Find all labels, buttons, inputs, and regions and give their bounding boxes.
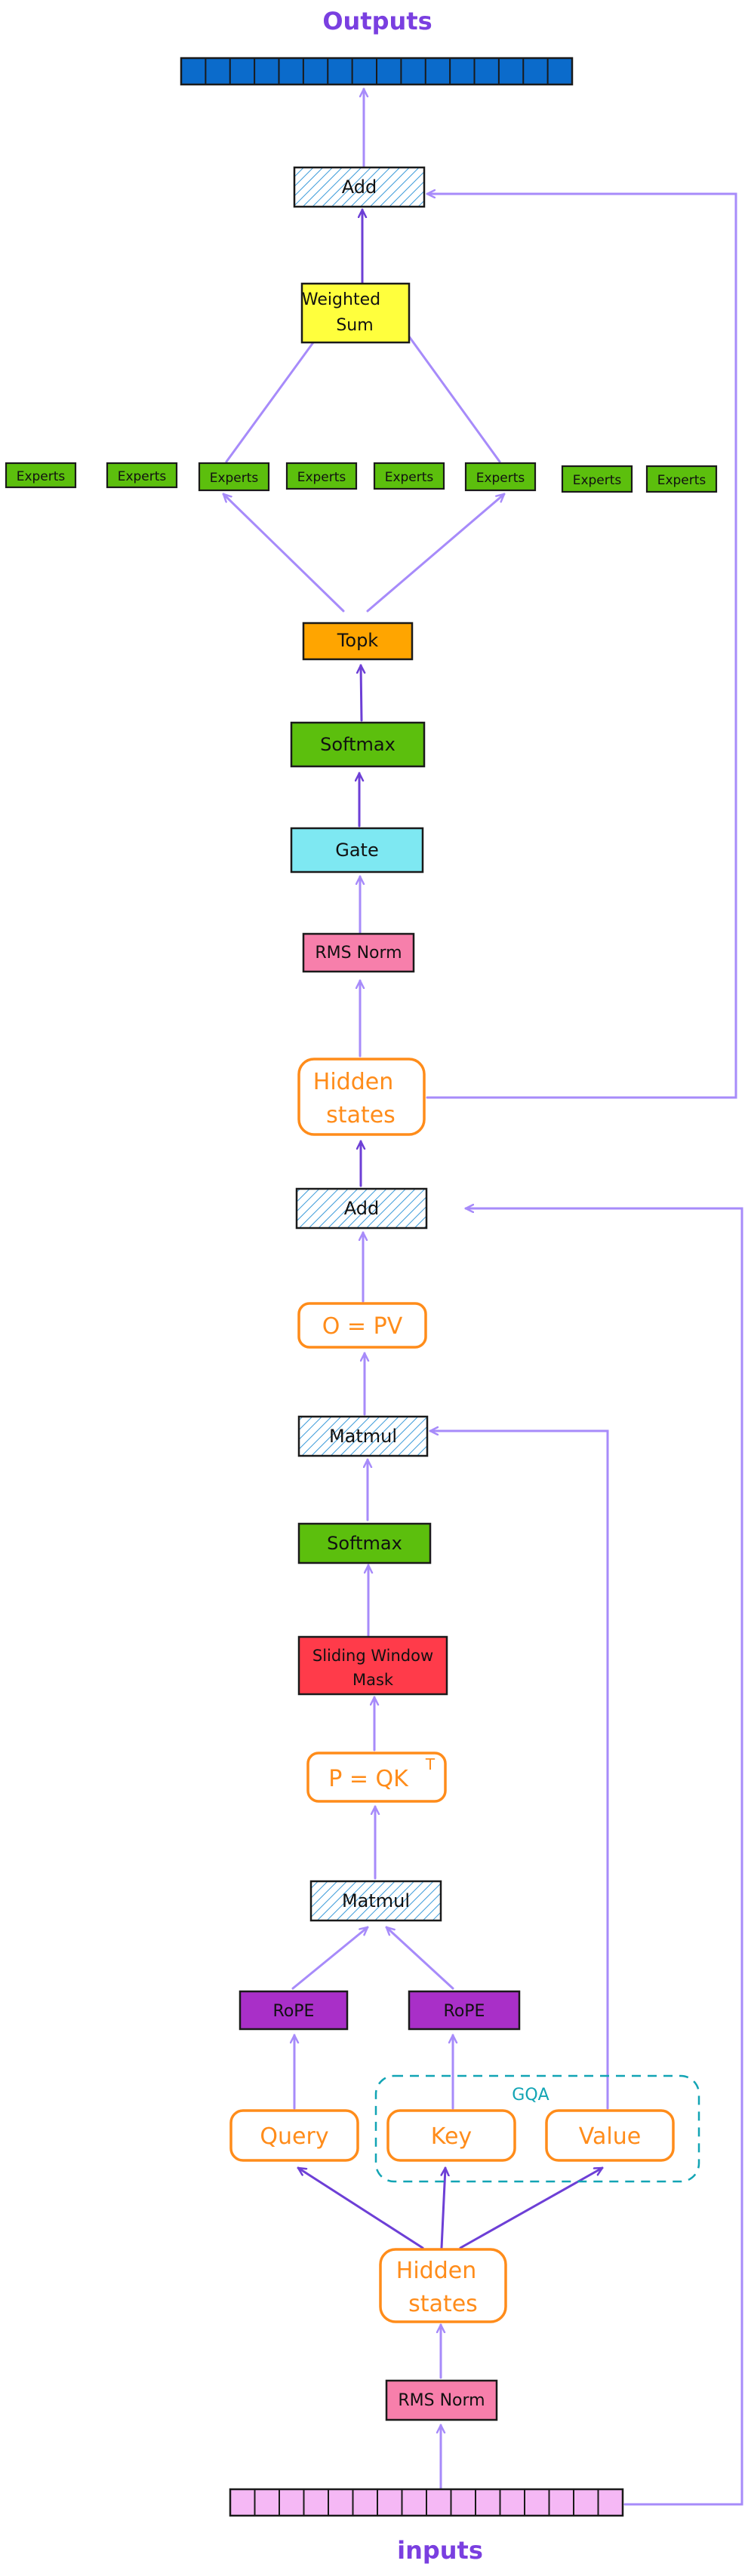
sliding-window-label-line1: Sliding Window — [312, 1647, 433, 1665]
p-eq-qk-label: P = QK — [328, 1766, 409, 1792]
arrow-rope-left-to-matmul — [291, 1926, 369, 1990]
rope-right-label: RoPE — [444, 2002, 485, 2021]
o-eq-pv-label: O = PV — [322, 1313, 403, 1340]
arrow-topk-to-expert-left — [222, 493, 345, 613]
inputs-title: inputs — [397, 2536, 483, 2565]
query-label: Query — [260, 2123, 328, 2150]
key-block: Key — [386, 2109, 516, 2162]
expert-label: Experts — [118, 469, 167, 484]
rms-norm-top-label: RMS Norm — [315, 944, 402, 963]
p-eq-qk-superscript: T — [425, 1755, 436, 1773]
add-mid-label: Add — [344, 1198, 379, 1219]
matmul-top-label: Matmul — [329, 1426, 397, 1447]
sliding-window-mask-block: Sliding Window Mask — [297, 1635, 448, 1696]
value-label: Value — [579, 2123, 641, 2150]
gqa-group: GQA — [374, 2074, 700, 2183]
expert-box: Experts — [285, 462, 358, 490]
rms-norm-bottom-label: RMS Norm — [398, 2391, 485, 2410]
hidden-states-block-bottom: Hidden states — [379, 2248, 507, 2323]
rms-norm-block-bottom: RMS Norm — [385, 2379, 498, 2421]
query-block: Query — [229, 2109, 359, 2162]
hidden-states-top-line2: states — [326, 1102, 396, 1128]
expert-box-selected: Experts — [464, 462, 537, 492]
expert-label: Experts — [17, 469, 66, 484]
experts-row: Experts Experts Experts Experts Experts … — [5, 462, 718, 493]
hidden-states-bottom-line1: Hidden — [396, 2258, 476, 2284]
add-top-label: Add — [342, 177, 377, 198]
rms-norm-block-top: RMS Norm — [302, 932, 415, 973]
arrow-hidden-to-key — [442, 2166, 445, 2249]
outputs-title: Outputs — [322, 7, 432, 35]
hidden-states-bottom-line2: states — [408, 2291, 478, 2317]
expert-box: Experts — [645, 465, 718, 493]
expert-box-selected: Experts — [198, 462, 270, 492]
weighted-sum-block: Weighted Sum — [300, 282, 411, 344]
arrow-residual-hidden-to-add — [426, 194, 737, 1099]
arrow-topk-to-expert-right — [366, 493, 506, 613]
o-eq-pv-block: O = PV — [297, 1302, 427, 1349]
rope-left-label: RoPE — [273, 2002, 315, 2021]
softmax-block-top: Softmax — [290, 721, 426, 768]
expert-box: Experts — [373, 462, 445, 490]
expert-label: Experts — [476, 471, 525, 486]
input-token-strip — [229, 2488, 624, 2517]
topk-block: Topk — [302, 622, 414, 661]
weighted-sum-label-line2: Sum — [336, 316, 373, 335]
gqa-label: GQA — [512, 2086, 549, 2105]
expert-box: Experts — [561, 465, 633, 493]
output-token-strip — [180, 57, 574, 86]
expert-box: Experts — [5, 462, 77, 489]
value-block: Value — [545, 2109, 675, 2162]
matmul-bottom-label: Matmul — [342, 1890, 410, 1911]
softmax-mid-label: Softmax — [327, 1533, 402, 1554]
arrow-rope-right-to-matmul — [385, 1926, 454, 1990]
topk-label: Topk — [337, 630, 379, 651]
rope-block-right: RoPE — [408, 1990, 521, 2031]
expert-box: Experts — [106, 462, 178, 489]
sliding-window-label-line2: Mask — [352, 1671, 394, 1689]
hidden-states-block-top: Hidden states — [297, 1058, 426, 1136]
arrow-softmax-to-topk — [361, 664, 362, 722]
arrow-hidden-to-query — [297, 2166, 424, 2249]
hidden-states-top-line1: Hidden — [313, 1069, 393, 1095]
key-label: Key — [431, 2123, 472, 2150]
add-block-top: Add — [293, 166, 426, 208]
expert-label: Experts — [297, 470, 346, 485]
expert-label: Experts — [657, 473, 706, 488]
softmax-block-mid: Softmax — [297, 1522, 432, 1564]
expert-label: Experts — [573, 473, 622, 488]
p-eq-qk-block: P = QK T — [306, 1752, 447, 1803]
softmax-top-label: Softmax — [320, 734, 396, 755]
matmul-block-bottom: Matmul — [309, 1880, 442, 1922]
expert-label: Experts — [210, 471, 259, 486]
arrow-residual-inputs-to-add — [464, 1208, 743, 2506]
expert-label: Experts — [385, 470, 434, 485]
gate-block: Gate — [290, 827, 424, 874]
add-block-mid: Add — [295, 1187, 428, 1230]
weighted-sum-label-line1: Weighted — [302, 290, 380, 309]
arrow-hidden-to-value — [459, 2166, 604, 2249]
rope-block-left: RoPE — [239, 1990, 349, 2031]
matmul-block-top: Matmul — [297, 1415, 429, 1457]
gate-label: Gate — [335, 840, 378, 861]
arrow-value-to-matmul — [429, 1431, 609, 2110]
